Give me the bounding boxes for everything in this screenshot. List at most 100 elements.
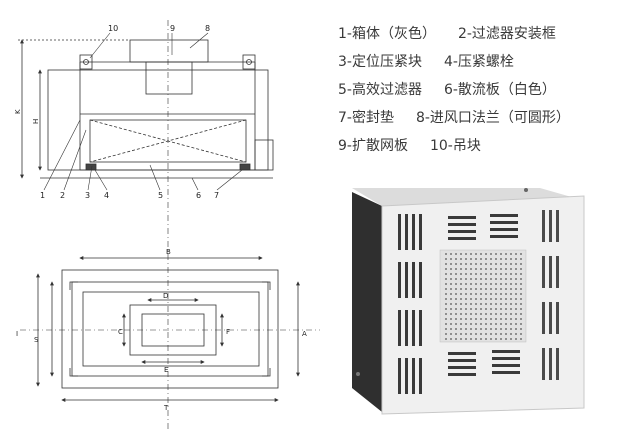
perforation-dot (500, 303, 502, 305)
perforation-dot (465, 318, 467, 320)
perforation-dot (480, 303, 482, 305)
perforation-dot (475, 328, 477, 330)
perforation-dot (500, 323, 502, 325)
perforation-dot (455, 318, 457, 320)
perforation-dot (485, 328, 487, 330)
perforation-dot (445, 318, 447, 320)
product-illustration (352, 188, 585, 415)
perforation-dot (465, 268, 467, 270)
perforation-dot (450, 323, 452, 325)
perforation-dot (490, 323, 492, 325)
callout-6: 6 (196, 191, 201, 200)
perforation-dot (465, 283, 467, 285)
perforation-dot (515, 323, 517, 325)
perforation-dot (495, 283, 497, 285)
perforation-dot (515, 308, 517, 310)
dim-a: A (302, 330, 307, 338)
perforation-dot (475, 293, 477, 295)
perforation-dot (475, 263, 477, 265)
perforation-dot (475, 338, 477, 340)
legend-item-1: 1-箱体（灰色） (338, 26, 436, 42)
perforation-dot (455, 323, 457, 325)
perforation-dot (455, 333, 457, 335)
perforation-dot (515, 293, 517, 295)
perforation-dot (445, 263, 447, 265)
perforation-dot (485, 278, 487, 280)
dim-h: H (32, 119, 40, 124)
perforation-dot (450, 318, 452, 320)
callout-5: 5 (158, 191, 163, 200)
perforation-dot (470, 323, 472, 325)
perforation-dot (485, 288, 487, 290)
perforation-dot (505, 288, 507, 290)
perforation-dot (450, 288, 452, 290)
perforation-dot (485, 298, 487, 300)
perforation-dot (520, 318, 522, 320)
dim-s: S (34, 336, 39, 344)
perforation-dot (480, 328, 482, 330)
perforation-dot (475, 288, 477, 290)
perforation-dot (470, 278, 472, 280)
perforation-dot (500, 313, 502, 315)
perforation-dot (500, 288, 502, 290)
callout-7: 7 (214, 191, 219, 200)
dim-e: E (164, 366, 168, 374)
perforation-dot (470, 268, 472, 270)
perforation-dot (500, 308, 502, 310)
perforation-dot (520, 283, 522, 285)
perforation-dot (515, 288, 517, 290)
perforation-dot (450, 278, 452, 280)
perforation-dot (495, 288, 497, 290)
perforation-dot (470, 283, 472, 285)
perforation-dot (480, 313, 482, 315)
perforation-dot (505, 258, 507, 260)
perforation-dot (510, 273, 512, 275)
perforation-dot (470, 308, 472, 310)
top-view-labels: B T D E I S A C F (16, 248, 307, 412)
perforation-dot (505, 293, 507, 295)
perforation-dot (480, 308, 482, 310)
perforation-dot (470, 298, 472, 300)
perforation-dot (505, 338, 507, 340)
perforation-dot (465, 313, 467, 315)
slots-right (542, 210, 559, 380)
perforation-dot (505, 298, 507, 300)
perforation-dot (470, 303, 472, 305)
perforation-dot (445, 303, 447, 305)
perforation-dot (455, 293, 457, 295)
perforation-dot (515, 338, 517, 340)
perforation-dot (490, 293, 492, 295)
perforation-dot (485, 318, 487, 320)
perforation-dot (515, 283, 517, 285)
top-inner-frame (82, 291, 260, 367)
perforation-dot (495, 328, 497, 330)
perforation-dot (515, 318, 517, 320)
perforation-dot (480, 268, 482, 270)
perforation-dot (445, 323, 447, 325)
perforation-dot (505, 318, 507, 320)
perforation-dot (505, 313, 507, 315)
perforation-dot (450, 328, 452, 330)
perforation-dot (485, 313, 487, 315)
perforation-dot (450, 268, 452, 270)
perforation-dot (490, 333, 492, 335)
front-view (18, 20, 274, 430)
inlet-flange-top (129, 39, 209, 63)
perforation-dot (465, 293, 467, 295)
perforation-dot (470, 313, 472, 315)
dim-f: F (226, 328, 230, 336)
hanger-left-hole (83, 59, 89, 65)
perforation-dot (490, 298, 492, 300)
perforation-dot (495, 268, 497, 270)
dim-d: D (163, 292, 168, 300)
perforation-dot (470, 293, 472, 295)
perforation-dot (460, 308, 462, 310)
legend-item-5: 5-高效过滤器 (338, 82, 422, 98)
perforation-dot (500, 263, 502, 265)
perforation-dot (520, 273, 522, 275)
perforation-dot (485, 303, 487, 305)
perforation-dot (515, 273, 517, 275)
